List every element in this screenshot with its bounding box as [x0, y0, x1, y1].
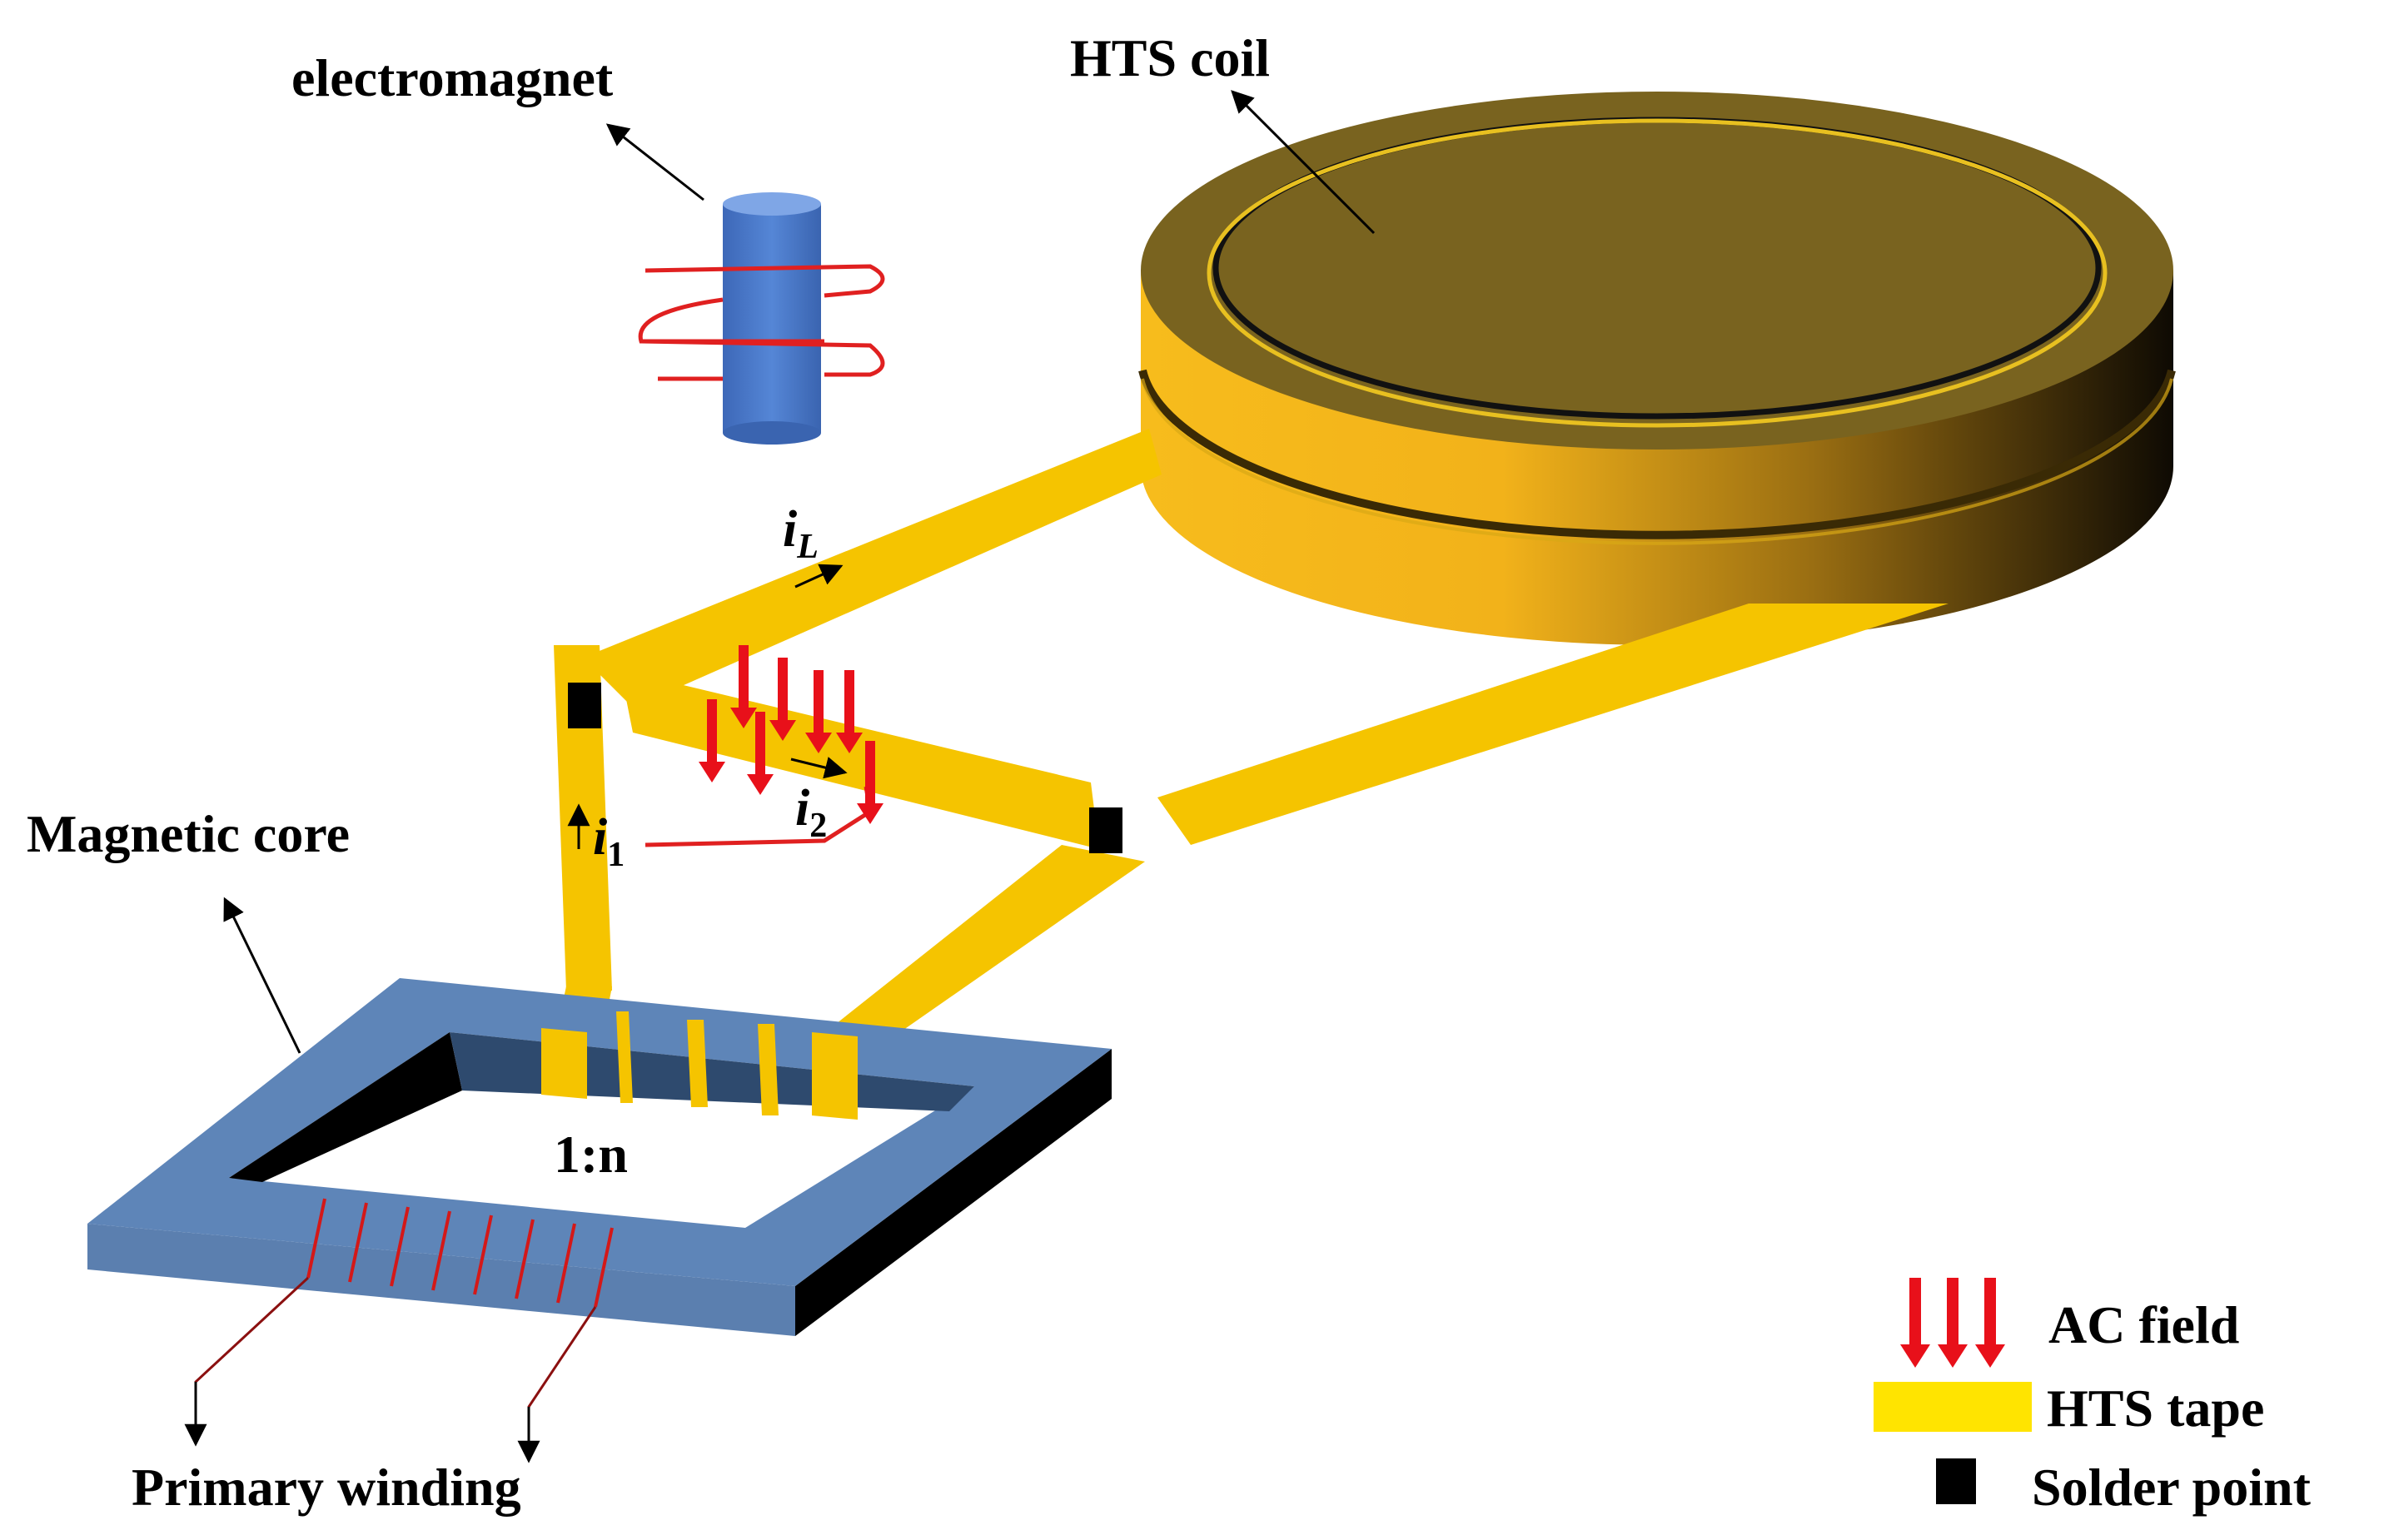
legend-hts-tape-icon	[1874, 1382, 2032, 1432]
legend-ac-field-icon	[1900, 1278, 2005, 1368]
current-i-2-label: i2	[795, 780, 828, 845]
hts-coil	[1138, 92, 2176, 645]
ac-field-arrows	[699, 645, 883, 824]
hts-coil-label: HTS coil	[1070, 28, 1271, 87]
magnetic-core	[87, 978, 1112, 1336]
legend-symbols	[1874, 1278, 2032, 1504]
solder-point-right	[1089, 807, 1122, 853]
hts-coil-pointer	[1231, 90, 1376, 235]
solder-points	[568, 683, 1122, 853]
legend-solder-point-icon	[1936, 1458, 1976, 1504]
legend-hts-tape-label: HTS tape	[2047, 1379, 2265, 1438]
electromagnet-pointer	[605, 123, 704, 201]
legend-ac-field-label: AC field	[2048, 1295, 2240, 1354]
label-pointers	[223, 90, 1376, 1054]
i-L-arrow	[794, 564, 844, 589]
ratio-label: 1:n	[554, 1125, 628, 1184]
primary-winding-arrows	[184, 1382, 540, 1463]
magnetic-core-label: Magnetic core	[27, 804, 350, 863]
solder-point-left	[568, 683, 601, 728]
magnetic-core-pointer	[223, 897, 301, 1054]
electromagnet-label: electromagnet	[291, 48, 614, 107]
current-i-1-label: i1	[593, 809, 625, 874]
primary-winding-coils	[306, 1198, 614, 1308]
current-arrows	[567, 564, 848, 849]
electromagnet-icon	[638, 192, 885, 847]
current-i-L-label: iL	[783, 501, 819, 566]
i-2-arrow	[790, 757, 848, 779]
primary-winding-label: Primary winding	[132, 1458, 521, 1517]
legend-solder-point-label: Solder point	[2032, 1458, 2311, 1517]
